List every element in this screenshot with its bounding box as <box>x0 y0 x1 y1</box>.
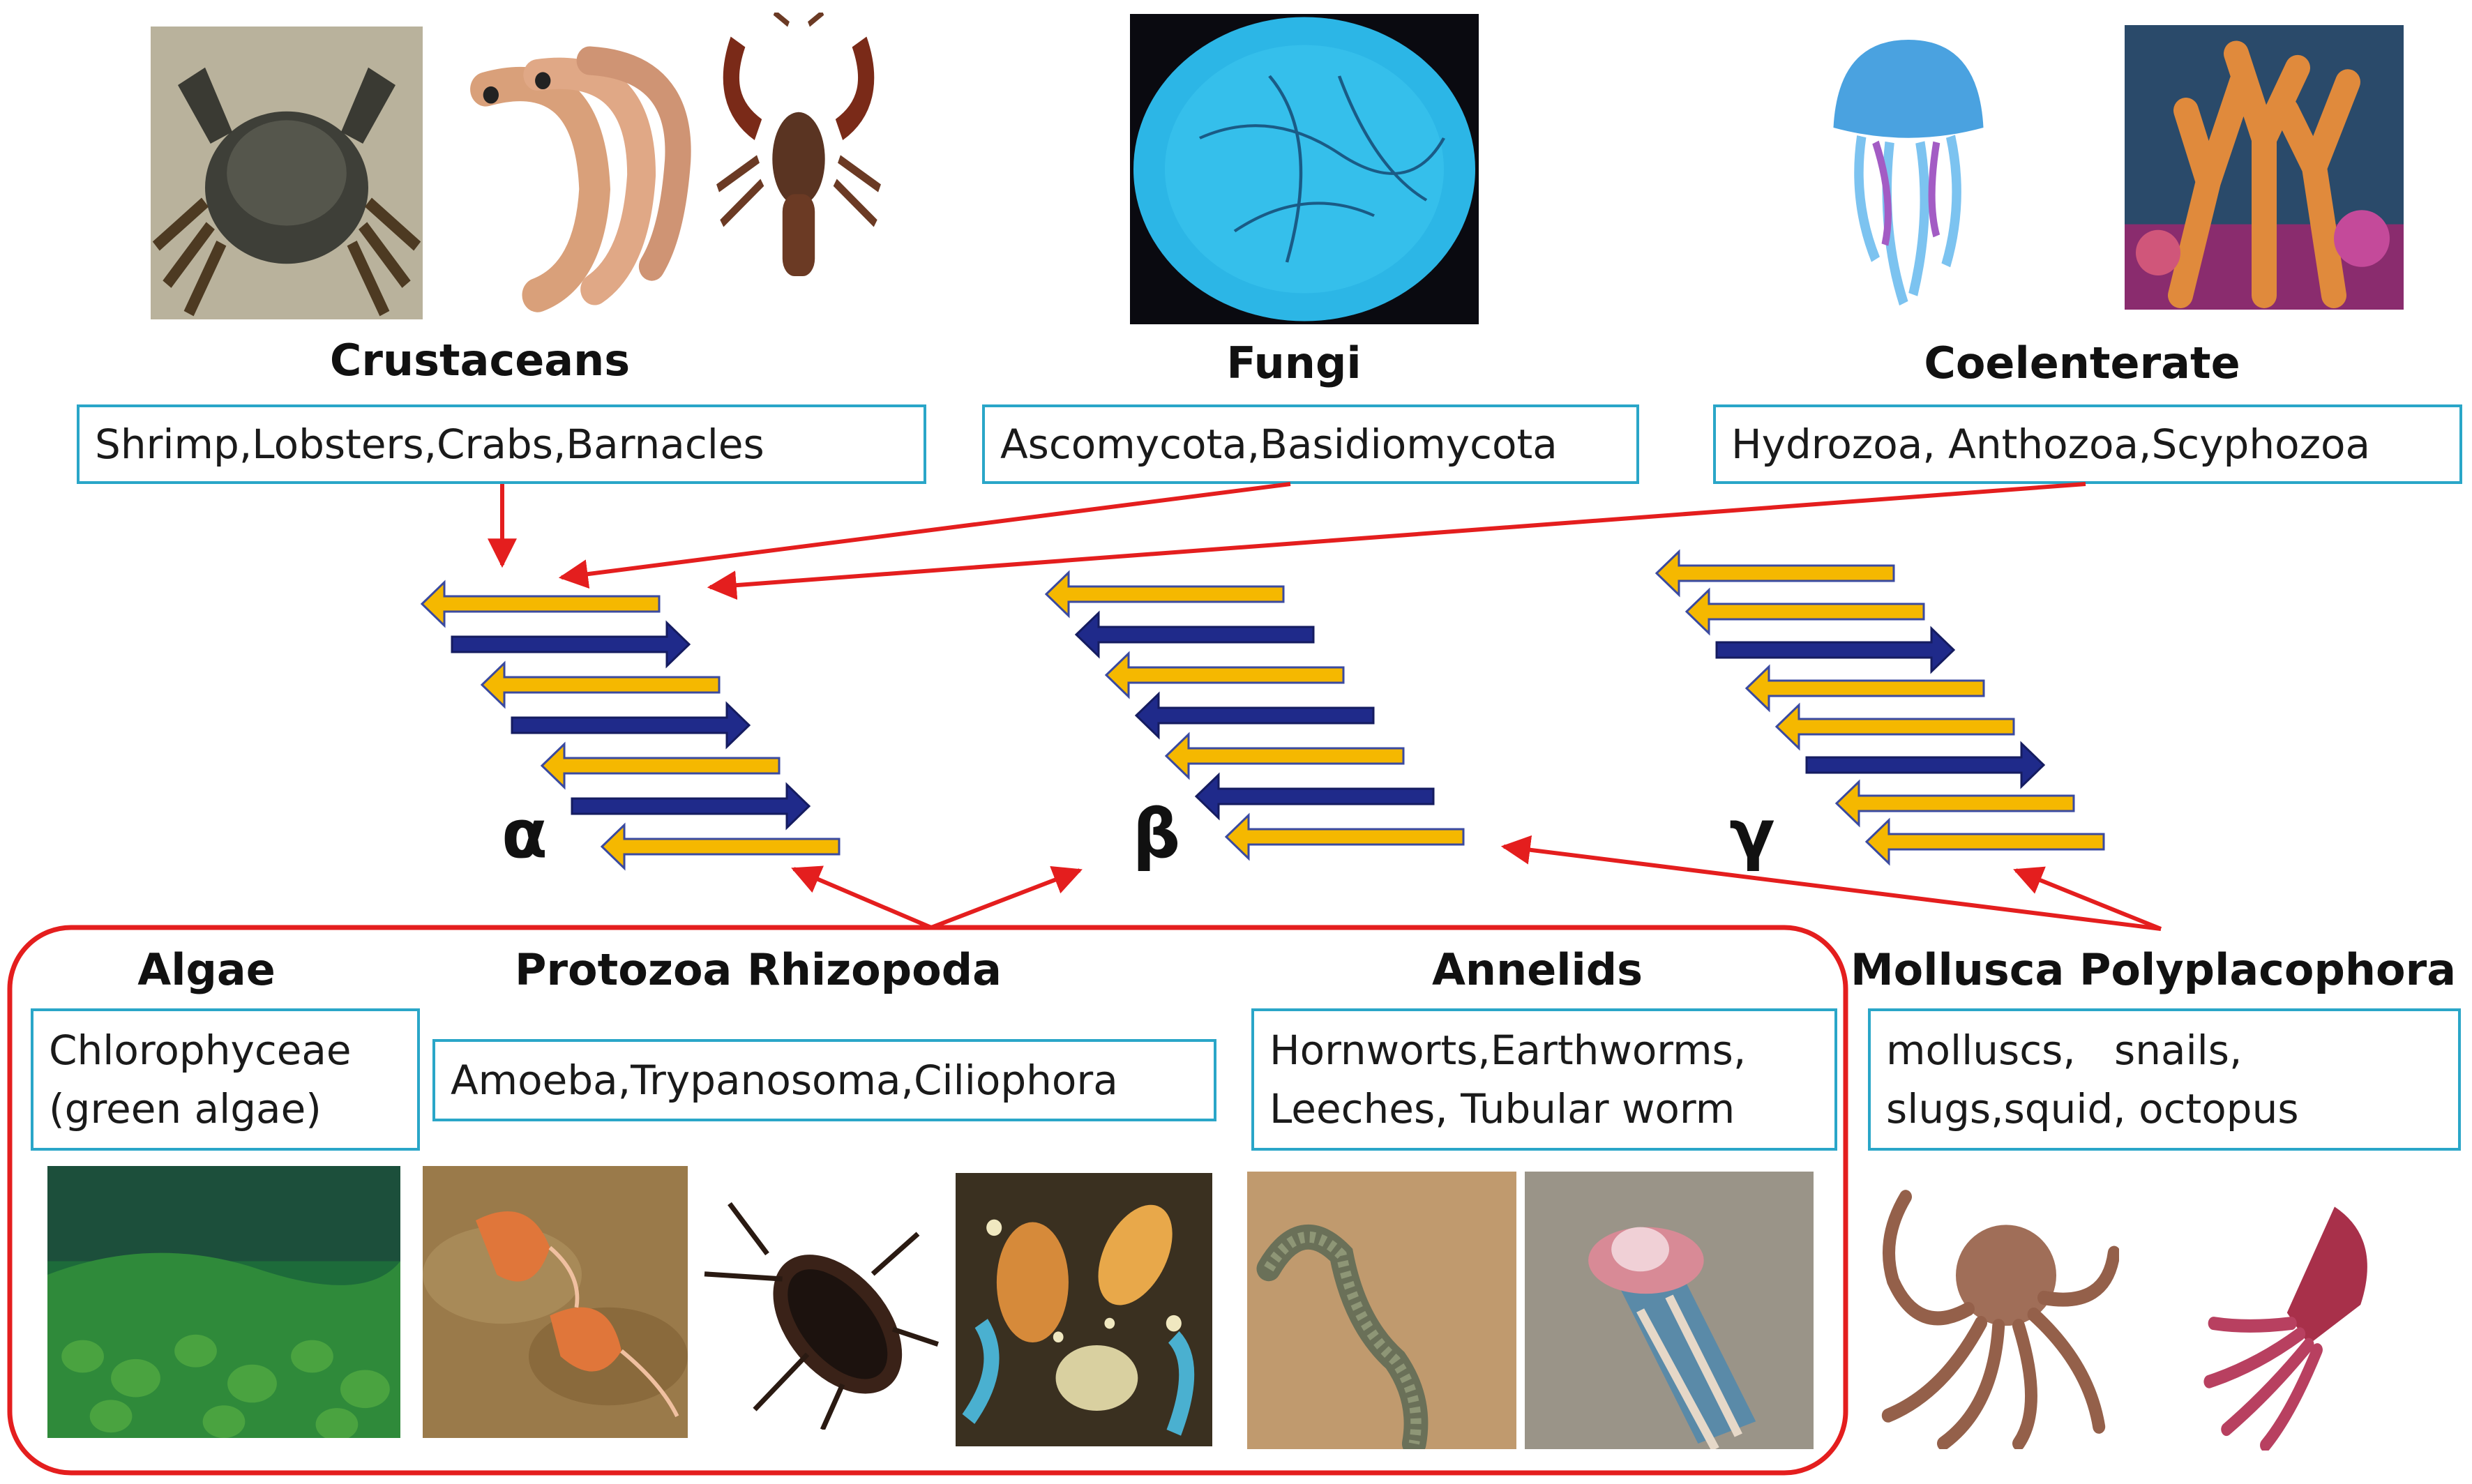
coelenterate-to-alpha-arrow <box>707 482 2086 600</box>
gamma-strand-7 <box>1834 779 2075 828</box>
kissing-bug-photo <box>692 1179 943 1430</box>
octopus-photo <box>1868 1169 2119 1449</box>
alpha-strand-2 <box>451 620 691 669</box>
alpha-strand-1 <box>420 580 661 628</box>
annelids-members-box: Hornworts,Earthworms, Leeches, Tubular w… <box>1251 1008 1837 1151</box>
fungi-members-box: Ascomycota,Basidiomycota <box>982 404 1639 484</box>
earthworm-photo <box>1247 1172 1516 1449</box>
alpha-strand-3 <box>480 660 721 709</box>
beta-strand-4 <box>1134 691 1375 740</box>
gamma-strand-1 <box>1655 549 1895 598</box>
gamma-strand-8 <box>1864 817 2105 866</box>
gamma-label: γ <box>1729 795 1775 873</box>
mollusca-to-gamma-arrow <box>2013 866 2162 931</box>
gamma-strand-5 <box>1774 702 2015 751</box>
annelids-title: Annelids <box>1431 944 1643 995</box>
beta-sheet-strands <box>420 549 2105 871</box>
mollusca-title: Mollusca Polyplacophora <box>1850 944 2457 995</box>
green-algae-photo <box>47 1166 400 1438</box>
crustaceans-members-box: Shrimp,Lobsters,Crabs,Barnacles <box>77 404 926 484</box>
tube-worm-photo <box>1525 1172 1814 1449</box>
gamma-strand-4 <box>1744 664 1985 713</box>
protozoa-to-alpha-arrow <box>791 865 933 930</box>
algae-title: Algae <box>137 944 276 995</box>
coral-photo <box>2125 25 2404 310</box>
gamma-strand-3 <box>1715 626 1956 674</box>
trypanosoma-photo <box>423 1166 688 1438</box>
alpha-strand-5 <box>540 741 781 790</box>
alpha-strand-7 <box>600 822 841 871</box>
protozoa-title: Protozoa Rhizopoda <box>515 944 1002 995</box>
protozoa-members-box: Amoeba,Trypanosoma,Ciliophora <box>432 1039 1216 1121</box>
mollusca-to-beta-arrow <box>1500 835 2162 931</box>
mollusca-members-box: molluscs, snails, slugs,squid, octopus <box>1868 1008 2461 1151</box>
squid-photo <box>2183 1186 2399 1451</box>
beta-strand-3 <box>1104 651 1345 699</box>
beta-strand-6 <box>1194 772 1435 821</box>
gamma-strand-6 <box>1805 741 2046 789</box>
coelenterate-title: Coelenterate <box>1924 338 2240 388</box>
beta-strand-1 <box>1044 570 1285 619</box>
jellyfish-photo <box>1791 25 2026 318</box>
beta-strand-5 <box>1164 732 1405 780</box>
algae-members-box: Chlorophyceae (green algae) <box>31 1008 420 1151</box>
shrimp-photo <box>434 32 693 318</box>
fungi-title: Fungi <box>1226 338 1362 388</box>
fungi-micrograph-photo <box>1130 14 1479 324</box>
lobster-photo <box>698 13 900 305</box>
alpha-label: α <box>502 795 548 873</box>
beta-label: β <box>1132 795 1181 873</box>
coelenterate-members-box: Hydrozoa, Anthozoa,Scyphozoa <box>1713 404 2462 484</box>
fungi-to-alpha-arrow <box>558 482 1291 589</box>
crab-photo <box>151 26 423 319</box>
alpha-strand-6 <box>571 782 811 831</box>
invertebrate-group-frame <box>7 925 1848 1476</box>
alpha-strand-4 <box>511 701 751 750</box>
beta-strand-7 <box>1224 812 1465 861</box>
gamma-strand-2 <box>1685 587 1925 636</box>
crustaceans-title: Crustaceans <box>329 335 631 386</box>
ciliates-photo <box>956 1173 1212 1446</box>
protozoa-to-beta-arrow <box>930 865 1083 930</box>
beta-strand-2 <box>1074 610 1315 659</box>
